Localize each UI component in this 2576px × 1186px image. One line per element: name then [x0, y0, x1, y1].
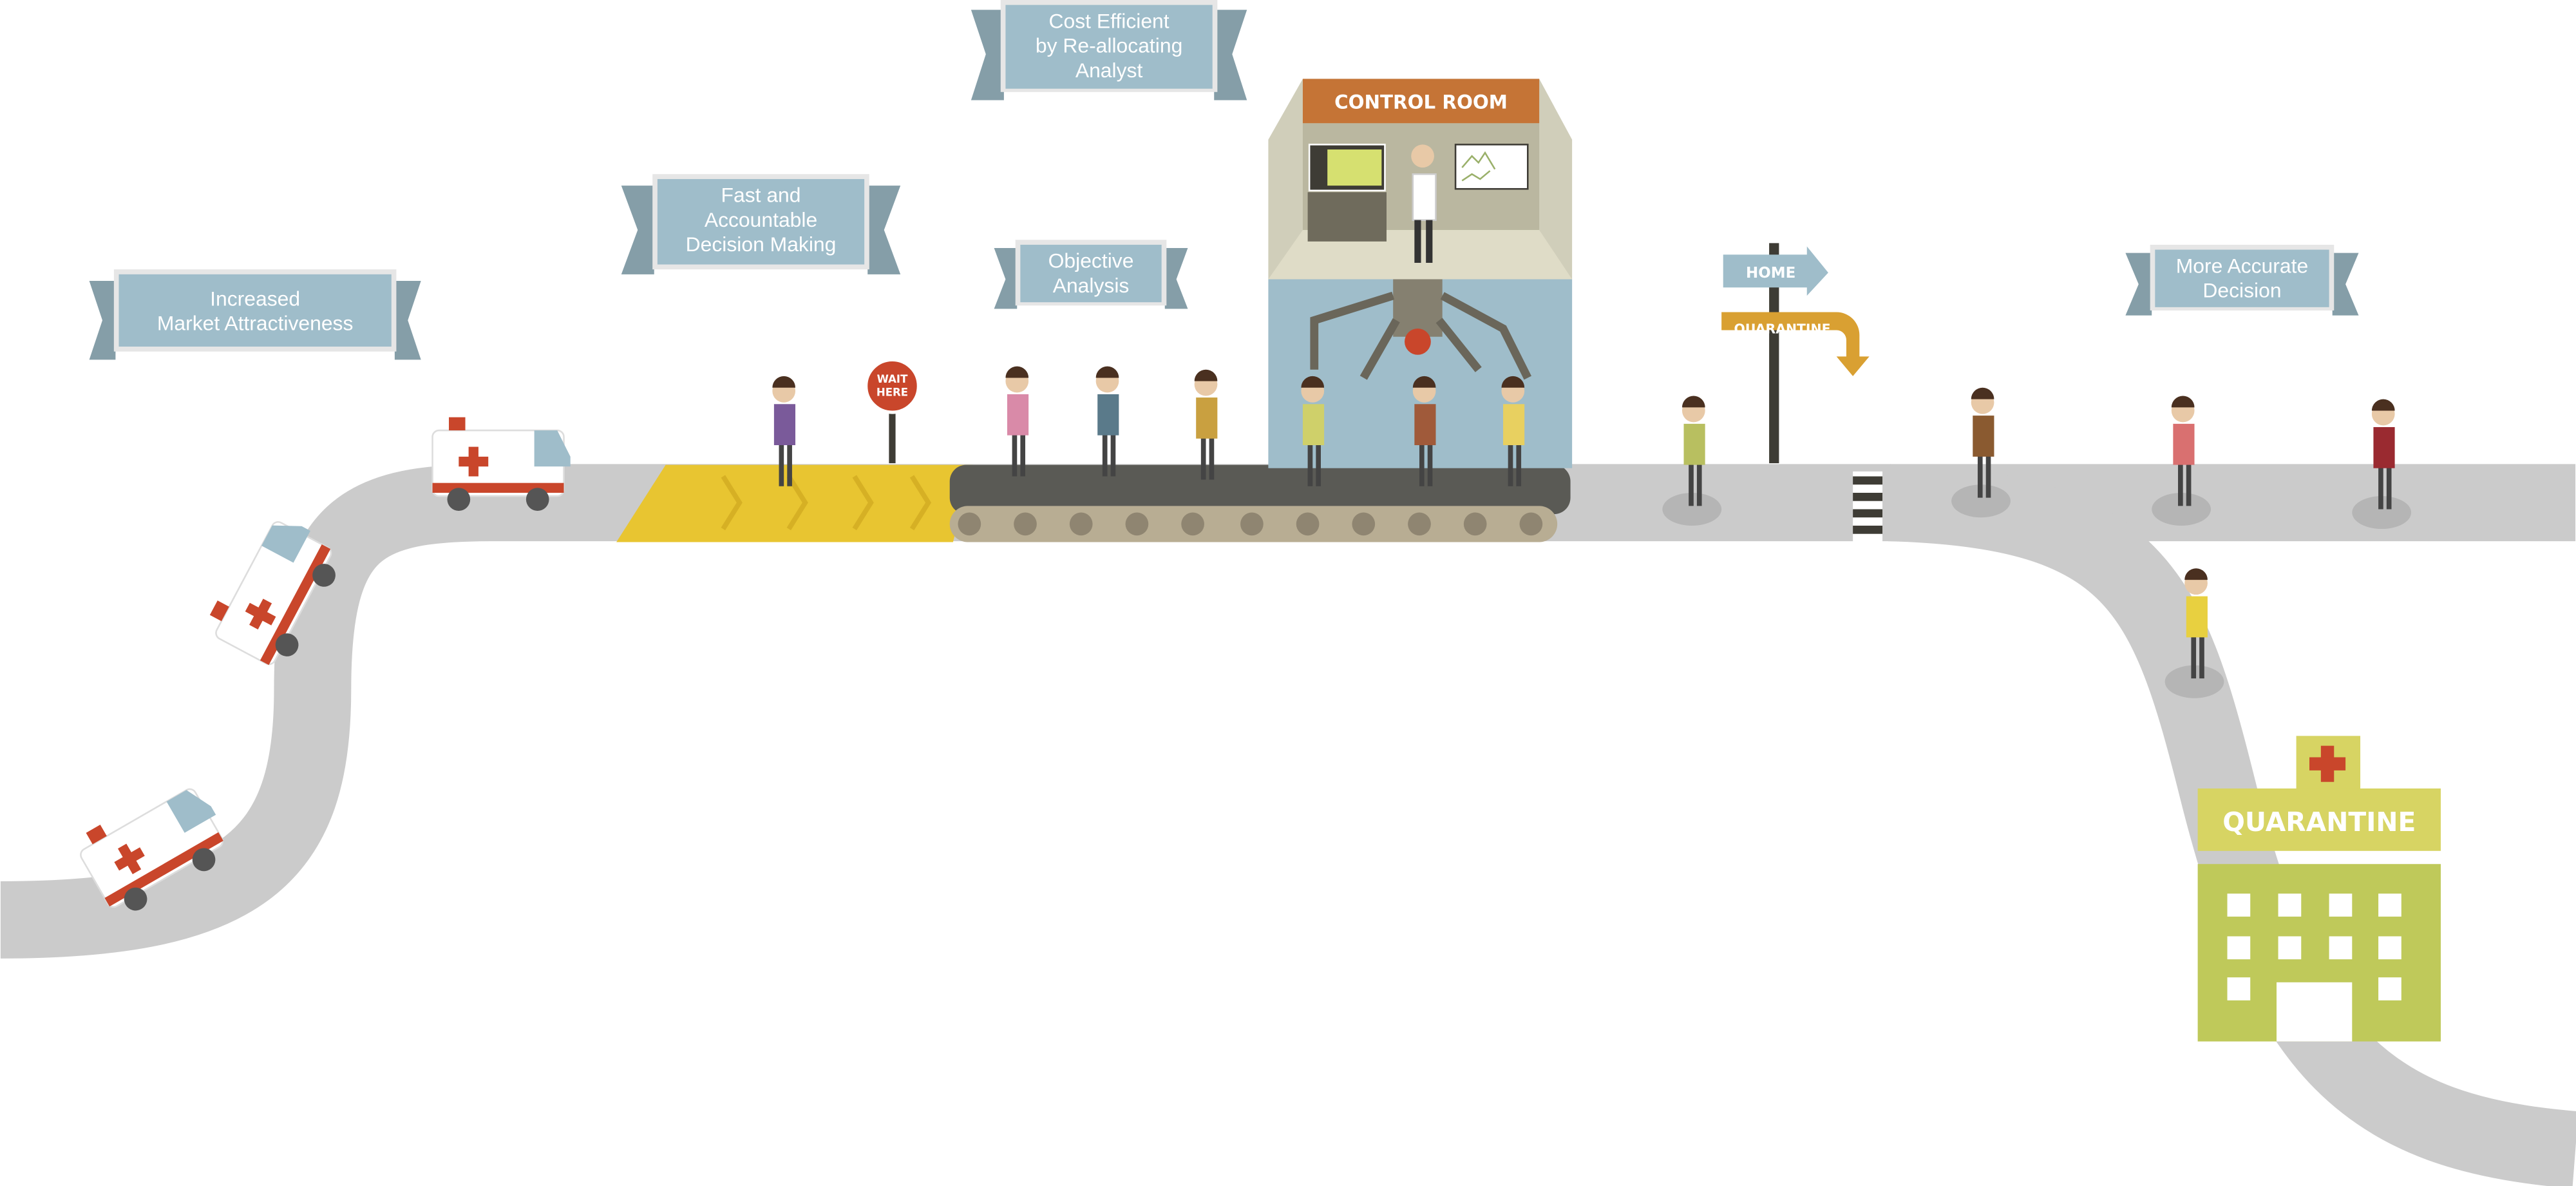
waiting-pad — [616, 464, 973, 542]
svg-text:WAIT: WAIT — [877, 373, 909, 385]
banner-objective-analysis: Objective Analysis — [994, 240, 1188, 309]
person — [2164, 568, 2224, 698]
banner-cost-efficient: Cost Efficient by Re-allocating Analyst — [971, 0, 1247, 100]
banner-fast-accountable: Fast and Accountable Decision Making — [621, 174, 901, 274]
person — [1095, 366, 1119, 477]
svg-text:Decision Making: Decision Making — [686, 233, 837, 256]
person — [1005, 366, 1029, 477]
crosswalk — [1853, 471, 1883, 542]
person — [1301, 376, 1325, 486]
svg-text:Market Attractiveness: Market Attractiveness — [157, 312, 354, 335]
robot-arm — [1310, 279, 1531, 380]
svg-text:More Accurate: More Accurate — [2176, 254, 2308, 277]
svg-text:Accountable: Accountable — [705, 208, 817, 231]
ambulance — [431, 416, 571, 512]
conveyor-belt — [949, 464, 1571, 542]
svg-text:Increased: Increased — [210, 287, 300, 310]
wait-here-sign: WAIT HERE — [864, 358, 920, 464]
svg-text:Analysis: Analysis — [1053, 274, 1130, 297]
svg-text:Analyst: Analyst — [1075, 59, 1143, 82]
svg-text:by Re-allocating: by Re-allocating — [1036, 34, 1182, 57]
svg-text:HERE: HERE — [876, 387, 908, 399]
people — [772, 366, 2412, 698]
svg-text:Objective: Objective — [1048, 249, 1134, 273]
person — [1194, 369, 1218, 480]
svg-text:Fast and: Fast and — [721, 184, 801, 207]
control-room-title: CONTROL ROOM — [1334, 91, 1508, 113]
person — [1951, 387, 2011, 518]
svg-text:Decision: Decision — [2202, 279, 2281, 302]
person — [2152, 396, 2211, 526]
quarantine-building-sign: QUARANTINE — [2222, 807, 2416, 837]
quarantine-building: QUARANTINE — [2197, 736, 2441, 1042]
person — [1662, 396, 1722, 526]
person — [1412, 376, 1436, 486]
person — [772, 376, 796, 486]
banner-more-accurate: More Accurate Decision — [2125, 244, 2359, 316]
person — [1501, 376, 1525, 486]
doctor — [1411, 144, 1437, 263]
person — [2352, 399, 2412, 530]
signpost: HOME QUARANTINE — [1721, 243, 1870, 464]
svg-text:Cost Efficient: Cost Efficient — [1049, 9, 1170, 32]
quarantine-arrow-label: QUARANTINE — [1734, 321, 1831, 337]
banner-market-attractiveness: Increased Market Attractiveness — [89, 269, 421, 360]
home-arrow-label: HOME — [1746, 265, 1795, 282]
